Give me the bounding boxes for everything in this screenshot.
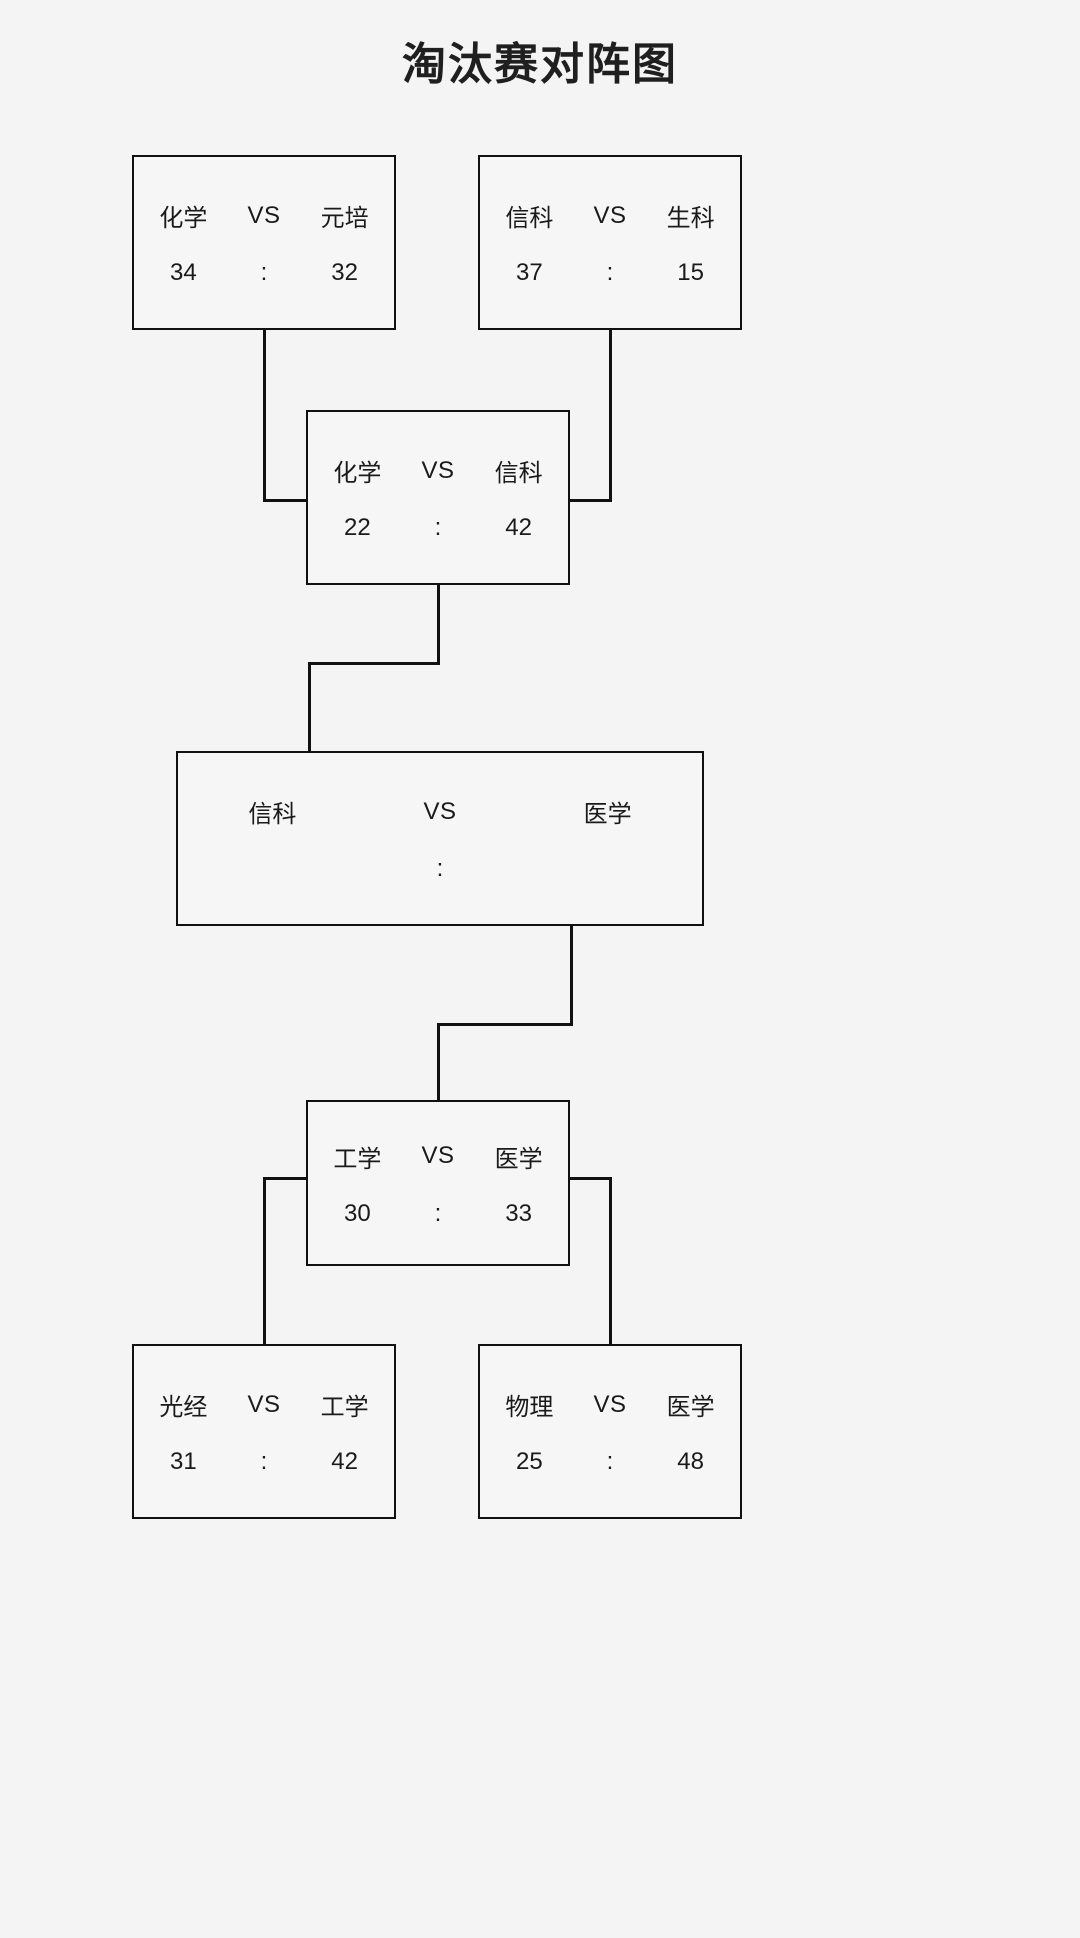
score-separator: : bbox=[434, 514, 442, 541]
team-left-label: 工学 bbox=[333, 1145, 382, 1173]
team-left-label: 化学 bbox=[159, 205, 208, 232]
score-left: 25 bbox=[516, 1448, 543, 1475]
connector-sf-lower-left-arm bbox=[263, 1177, 309, 1180]
score-right: 42 bbox=[331, 1448, 358, 1475]
connector-final-jog bbox=[437, 1023, 573, 1026]
team-right-label: 生科 bbox=[666, 205, 715, 232]
score-left: 34 bbox=[170, 259, 197, 286]
connector-final-to-sf-lower bbox=[437, 1023, 440, 1101]
match-scores-row: 31 : 42 bbox=[134, 1448, 394, 1476]
score-right: 33 bbox=[505, 1199, 532, 1227]
match-scores-row: 22 : 42 bbox=[308, 514, 568, 542]
vs-label: VS bbox=[421, 1142, 455, 1169]
team-left-label: 物理 bbox=[505, 1394, 554, 1421]
connector-sf-upper-jog bbox=[308, 662, 440, 665]
match-box-qf-2[interactable]: 信科 VS 生科 37 : 15 bbox=[478, 155, 742, 330]
score-separator: : bbox=[606, 1448, 614, 1475]
score-right: 48 bbox=[677, 1448, 704, 1475]
match-box-qf-4[interactable]: 物理 VS 医学 25 : 48 bbox=[478, 1344, 742, 1519]
score-left: 30 bbox=[344, 1199, 371, 1227]
vs-label: VS bbox=[593, 201, 627, 229]
match-box-qf-3[interactable]: 光经 VS 工学 31 : 42 bbox=[132, 1344, 396, 1519]
match-teams-row: 工学 VS 医学 bbox=[308, 1139, 568, 1174]
team-right-label: 医学 bbox=[494, 1145, 543, 1173]
score-left: 22 bbox=[344, 514, 371, 541]
match-teams-row: 化学 VS 信科 bbox=[308, 453, 568, 488]
team-left-label: 信科 bbox=[505, 205, 554, 232]
score-separator: : bbox=[434, 1199, 442, 1227]
score-right: 32 bbox=[331, 259, 358, 286]
match-scores-row: : bbox=[178, 855, 702, 883]
connector-qf1-down bbox=[263, 329, 266, 501]
team-left-label: 光经 bbox=[159, 1394, 208, 1421]
connector-qf3-up bbox=[263, 1177, 266, 1345]
score-separator: : bbox=[260, 1448, 268, 1475]
connector-qf2-down bbox=[609, 329, 612, 501]
match-scores-row: 25 : 48 bbox=[480, 1448, 740, 1476]
match-teams-row: 光经 VS 工学 bbox=[134, 1387, 394, 1422]
team-left-label: 信科 bbox=[248, 801, 297, 828]
score-separator: : bbox=[260, 259, 268, 286]
team-right-label: 工学 bbox=[320, 1394, 369, 1421]
vs-label: VS bbox=[423, 797, 457, 825]
match-box-qf-1[interactable]: 化学 VS 元培 34 : 32 bbox=[132, 155, 396, 330]
team-right-label: 信科 bbox=[494, 460, 543, 487]
match-box-sf-upper[interactable]: 化学 VS 信科 22 : 42 bbox=[306, 410, 570, 585]
match-teams-row: 化学 VS 元培 bbox=[134, 198, 394, 233]
vs-label: VS bbox=[421, 456, 455, 484]
page-title: 淘汰赛对阵图 bbox=[402, 40, 678, 89]
team-right-label: 医学 bbox=[583, 801, 632, 828]
score-separator: : bbox=[606, 259, 614, 286]
connector-sf-upper-down bbox=[437, 584, 440, 664]
connector-sf-lower-right-arm bbox=[568, 1177, 612, 1180]
score-left: 31 bbox=[170, 1448, 197, 1475]
connector-qf1-into-sf bbox=[263, 499, 309, 502]
score-right: 15 bbox=[677, 259, 704, 286]
connector-sf-upper-to-final bbox=[308, 662, 311, 752]
vs-label: VS bbox=[247, 1390, 281, 1418]
team-left-label: 化学 bbox=[333, 460, 382, 487]
team-right-label: 元培 bbox=[320, 205, 369, 232]
vs-label: VS bbox=[247, 201, 281, 229]
match-scores-row: 34 : 32 bbox=[134, 259, 394, 287]
connector-final-down bbox=[570, 925, 573, 1025]
match-box-final[interactable]: 信科 VS 医学 : bbox=[176, 751, 704, 926]
vs-label: VS bbox=[593, 1390, 627, 1418]
score-separator: : bbox=[436, 855, 444, 882]
score-left: 37 bbox=[516, 259, 543, 286]
team-right-label: 医学 bbox=[666, 1394, 715, 1421]
match-box-sf-lower[interactable]: 工学 VS 医学 30 : 33 bbox=[306, 1100, 570, 1266]
match-scores-row: 37 : 15 bbox=[480, 259, 740, 287]
match-teams-row: 信科 VS 生科 bbox=[480, 198, 740, 233]
connector-qf2-into-sf bbox=[568, 499, 612, 502]
connector-qf4-up bbox=[609, 1177, 612, 1345]
match-teams-row: 物理 VS 医学 bbox=[480, 1387, 740, 1422]
match-scores-row: 30 : 33 bbox=[308, 1200, 568, 1228]
match-teams-row: 信科 VS 医学 bbox=[178, 794, 702, 829]
score-right: 42 bbox=[505, 514, 532, 541]
